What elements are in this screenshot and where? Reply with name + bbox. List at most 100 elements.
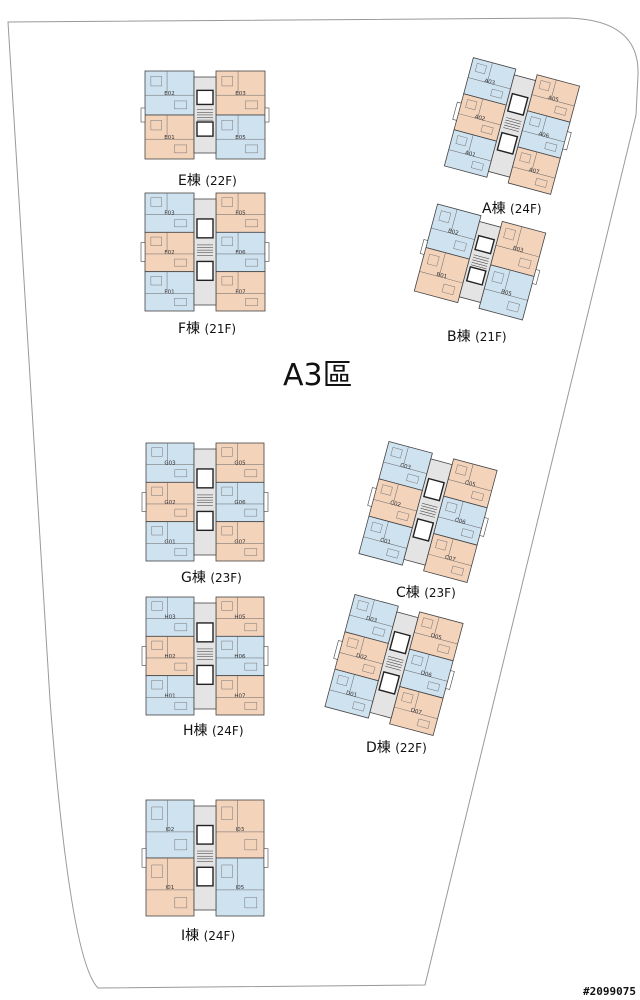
unit: E05 — [215, 114, 266, 160]
unit: H07 — [215, 675, 265, 716]
building-label-B: B棟 (21F) — [447, 326, 507, 346]
unit: G07 — [215, 521, 265, 562]
unit-label: F05 — [235, 211, 246, 217]
unit-label: G06 — [234, 500, 246, 506]
unit: E01 — [144, 114, 195, 160]
unit: E03 — [215, 70, 266, 116]
unit-label: F02 — [164, 250, 174, 256]
unit-label: D02 — [355, 653, 367, 662]
unit-label: I05 — [236, 885, 245, 891]
unit: G01 — [145, 521, 195, 562]
unit-label: B01 — [436, 272, 448, 281]
unit-label: D05 — [430, 633, 443, 642]
unit-label: G07 — [234, 539, 246, 545]
unit-label: I03 — [236, 827, 245, 833]
unit-label: H06 — [234, 654, 246, 660]
building-name: I棟 — [181, 928, 200, 944]
unit: H05 — [215, 596, 265, 637]
unit: F03 — [144, 192, 195, 233]
building-name: A棟 — [482, 201, 506, 217]
unit: F02 — [144, 231, 195, 273]
unit-label: G02 — [164, 500, 175, 506]
unit-label: D07 — [410, 708, 423, 717]
unit-label: C07 — [444, 555, 457, 564]
building-core — [193, 805, 217, 911]
building-core — [369, 611, 419, 719]
unit: G03 — [145, 442, 195, 483]
unit-label: C01 — [379, 537, 391, 546]
building-core — [193, 448, 217, 556]
building-name: B棟 — [447, 329, 471, 345]
unit: F05 — [215, 192, 266, 233]
building-name: D棟 — [366, 740, 391, 756]
building-label-H: H棟 (24F) — [183, 720, 244, 740]
unit: A03 — [463, 57, 517, 106]
unit-label: D01 — [345, 690, 357, 699]
building-floors: (21F) — [204, 322, 237, 336]
unit-label: E02 — [164, 91, 174, 97]
building-core — [193, 602, 217, 710]
unit: D07 — [389, 686, 444, 737]
building-name: G棟 — [181, 570, 206, 586]
unit-label: C05 — [464, 480, 477, 489]
site-boundary — [7, 17, 639, 989]
building-name: H棟 — [183, 723, 208, 739]
unit-label: F06 — [235, 250, 246, 256]
unit-label: B03 — [512, 246, 524, 255]
building-core — [458, 220, 502, 304]
unit-label: E05 — [235, 135, 246, 141]
building-label-I: I棟 (24F) — [181, 925, 235, 945]
unit: G02 — [145, 481, 195, 523]
building-core — [193, 76, 217, 154]
building-label-A: A棟 (24F) — [482, 198, 542, 218]
unit: F07 — [215, 271, 266, 312]
unit-label: G01 — [164, 539, 175, 545]
unit-label: A02 — [474, 114, 486, 123]
unit: E02 — [144, 70, 195, 116]
watermark: #2099075 — [583, 985, 636, 998]
unit: H01 — [145, 675, 195, 716]
building-name: C棟 — [396, 585, 420, 601]
building-floors: (22F) — [395, 741, 427, 755]
unit-label: A05 — [547, 95, 559, 104]
unit: H02 — [145, 635, 195, 677]
unit-label: I01 — [166, 885, 175, 891]
unit: C01 — [358, 515, 413, 566]
building-floors: (23F) — [210, 571, 242, 585]
building-label-C: C棟 (23F) — [396, 582, 456, 602]
unit: I03 — [215, 799, 265, 859]
unit-label: H02 — [164, 654, 175, 660]
unit-label: H07 — [234, 693, 246, 699]
building-label-D: D棟 (22F) — [366, 737, 427, 757]
unit-label: A03 — [484, 78, 496, 87]
unit-label: A06 — [538, 131, 550, 140]
building-floors: (24F) — [203, 929, 236, 943]
building-name: F棟 — [178, 321, 201, 337]
unit: F01 — [144, 271, 195, 312]
unit: I01 — [145, 857, 195, 917]
unit: C07 — [423, 533, 478, 584]
building-label-G: G棟 (23F) — [181, 567, 242, 587]
unit-label: C03 — [399, 463, 412, 472]
unit: G05 — [215, 442, 265, 483]
unit: B03 — [490, 220, 547, 277]
unit-label: H03 — [164, 615, 176, 621]
unit-label: D03 — [365, 616, 378, 625]
unit: A02 — [453, 93, 507, 142]
unit-label: C06 — [454, 517, 467, 526]
building-floors: (21F) — [475, 330, 507, 344]
unit-label: H05 — [234, 615, 246, 621]
building-label-F: F棟 (21F) — [178, 318, 236, 338]
unit: F06 — [215, 231, 266, 273]
unit-label: I02 — [166, 827, 175, 833]
unit: A05 — [526, 74, 581, 123]
unit-label: B05 — [500, 289, 512, 298]
unit: H06 — [215, 635, 265, 677]
